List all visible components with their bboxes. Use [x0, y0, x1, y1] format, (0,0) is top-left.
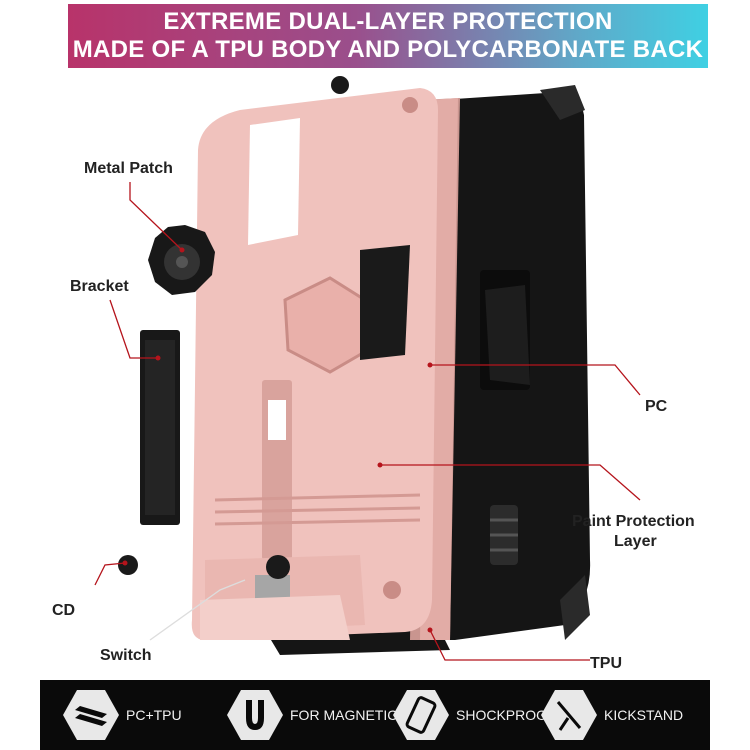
rose-gold-shell	[191, 88, 438, 640]
layers-icon	[63, 690, 119, 740]
feature-label: PC+TPU	[126, 707, 182, 723]
label-cd: CD	[52, 602, 76, 619]
callout-dots	[122, 247, 433, 633]
magnet-icon	[227, 690, 283, 740]
feature-kickstand: KICKSTAND	[540, 680, 683, 750]
product-illustration	[94, 76, 641, 661]
banner-line-2: MADE OF A TPU BODY AND POLYCARBONATE BAC…	[72, 36, 704, 63]
feature-bar: PC+TPU FOR MAGNETIC SHOCKPROOF KICKSTAND	[40, 680, 710, 750]
feature-magnetic: FOR MAGNETIC	[226, 680, 397, 750]
phone-shock-icon	[393, 690, 449, 740]
metal-patch-disc	[148, 225, 215, 295]
label-switch: Switch	[100, 647, 152, 664]
label-pc: PC	[645, 398, 668, 415]
feature-label: FOR MAGNETIC	[290, 707, 398, 723]
feature-shockproof: SHOCKPROOF	[392, 680, 556, 750]
label-paint-protection-2: Layer	[614, 533, 657, 550]
callout-lines	[94, 182, 641, 661]
switch-callout-line	[149, 579, 246, 641]
top-screw	[331, 76, 349, 94]
banner-line-1: EXTREME DUAL-LAYER PROTECTION	[163, 8, 613, 35]
feature-label: SHOCKPROOF	[456, 707, 556, 723]
cd-disc	[118, 555, 138, 575]
label-tpu: TPU	[590, 655, 622, 672]
label-bracket: Bracket	[70, 278, 129, 295]
label-paint-protection-1: Paint Protection	[572, 513, 695, 530]
feature-pc-tpu: PC+TPU	[62, 680, 182, 750]
label-metal-patch: Metal Patch	[84, 160, 173, 177]
header-banner: EXTREME DUAL-LAYER PROTECTION MADE OF A …	[68, 4, 708, 68]
switch-disc	[266, 555, 290, 579]
feature-label: KICKSTAND	[604, 707, 684, 723]
tpu-case	[265, 85, 591, 655]
kickstand-icon	[541, 690, 597, 740]
bracket-plate	[140, 330, 180, 525]
